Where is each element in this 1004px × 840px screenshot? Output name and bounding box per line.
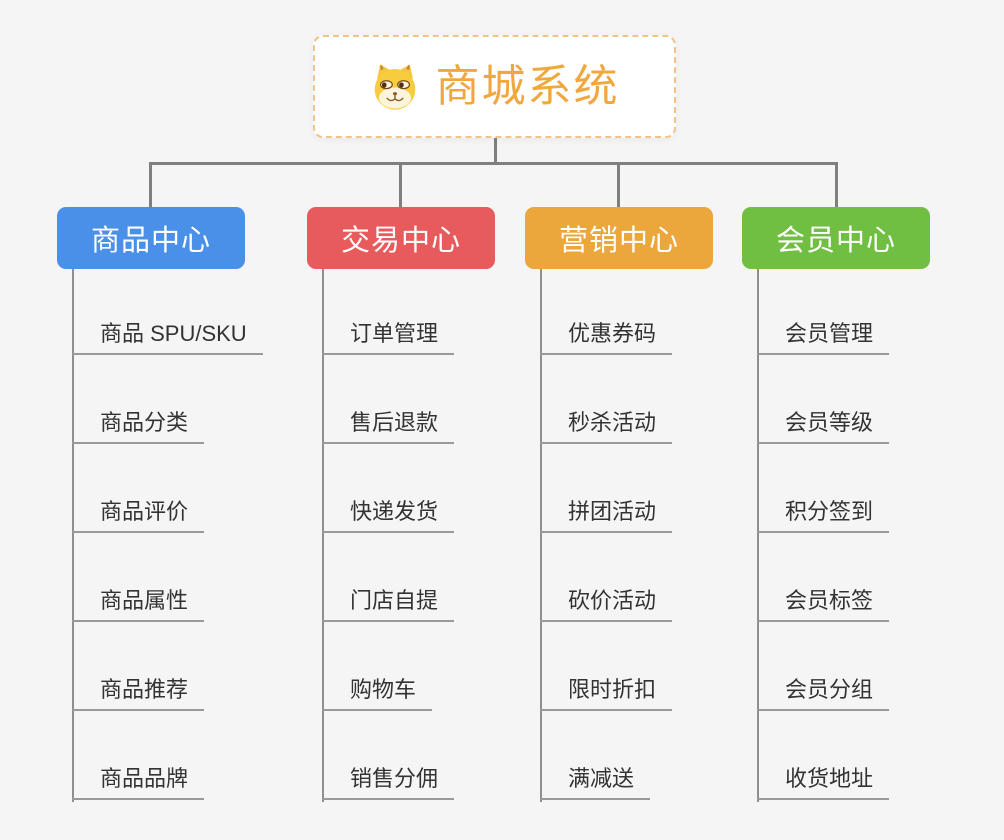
branch-box-trade-center[interactable]: 交易中心 (307, 207, 495, 269)
branch-item[interactable]: 商品品牌 (72, 766, 205, 800)
root-node[interactable]: 商城系统 (313, 35, 676, 138)
branch-item[interactable]: 秒杀活动 (540, 410, 673, 444)
branch-item[interactable]: 商品 SPU/SKU (72, 321, 263, 355)
branch-item[interactable]: 拼团活动 (540, 499, 673, 533)
branch-item[interactable]: 会员管理 (757, 321, 890, 355)
connector-bus (150, 162, 838, 165)
root-title: 商城系统 (435, 61, 620, 111)
branch-item[interactable]: 商品属性 (72, 588, 205, 622)
connector-root-drop (494, 136, 497, 165)
branch-spine (322, 269, 324, 802)
branch-item[interactable]: 会员分组 (757, 677, 890, 711)
branch-box-member-center[interactable]: 会员中心 (742, 207, 930, 269)
branch-item[interactable]: 订单管理 (322, 321, 455, 355)
branch-item[interactable]: 限时折扣 (540, 677, 673, 711)
branch-spine (757, 269, 759, 802)
branch-item[interactable]: 积分签到 (757, 499, 890, 533)
branch-item[interactable]: 购物车 (322, 677, 433, 711)
branch-item[interactable]: 商品分类 (72, 410, 205, 444)
branch-box-marketing-center[interactable]: 营销中心 (525, 207, 713, 269)
connector-drop-3 (617, 162, 620, 207)
branch-item[interactable]: 销售分佣 (322, 766, 455, 800)
connector-drop-4 (835, 162, 838, 207)
branch-item[interactable]: 满减送 (540, 766, 651, 800)
branch-item[interactable]: 会员标签 (757, 588, 890, 622)
branch-item[interactable]: 快递发货 (322, 499, 455, 533)
doge-face-icon (370, 62, 420, 112)
branch-item[interactable]: 砍价活动 (540, 588, 673, 622)
branch-item[interactable]: 优惠券码 (540, 321, 673, 355)
branch-spine (540, 269, 542, 802)
branch-spine (72, 269, 74, 802)
connector-drop-1 (149, 162, 152, 207)
connector-drop-2 (399, 162, 402, 207)
branch-item[interactable]: 售后退款 (322, 410, 455, 444)
branch-item[interactable]: 门店自提 (322, 588, 455, 622)
branch-box-product-center[interactable]: 商品中心 (57, 207, 245, 269)
branch-item[interactable]: 收货地址 (757, 766, 890, 800)
branch-item[interactable]: 会员等级 (757, 410, 890, 444)
branch-item[interactable]: 商品评价 (72, 499, 205, 533)
branch-item[interactable]: 商品推荐 (72, 677, 205, 711)
